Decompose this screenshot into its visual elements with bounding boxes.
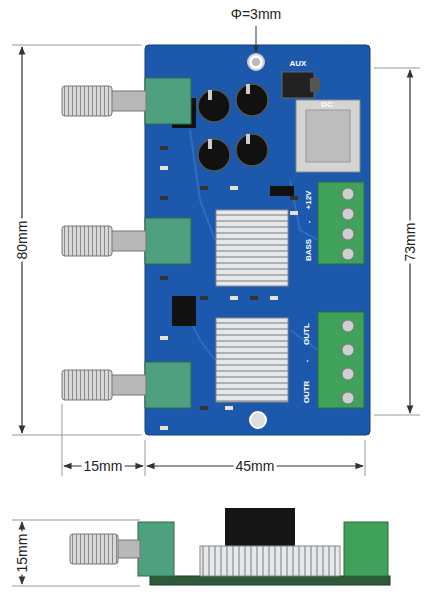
silkscreen-label: +12V [305, 191, 313, 210]
smd-part [160, 336, 168, 340]
silkscreen-label: BASS [305, 239, 313, 261]
thickness-dimension: 15mm [14, 532, 30, 575]
silkscreen-label: AUX [290, 60, 307, 68]
silkscreen-label: DC [321, 101, 333, 109]
smd-part [290, 211, 298, 215]
smd-part [160, 196, 168, 200]
silkscreen-label: - [303, 360, 311, 363]
smd-part [200, 296, 208, 300]
height-dimension: 80mm [14, 219, 30, 262]
knob-dimension: 15mm [82, 458, 125, 474]
smd-part [200, 406, 208, 410]
smd-part [160, 146, 168, 150]
smd-part [160, 166, 168, 170]
smd-part [225, 406, 233, 410]
smd-part [270, 296, 278, 300]
hole-spacing-dimension: 73mm [402, 221, 418, 264]
hole-dimension: Φ=3mm [229, 6, 283, 22]
smd-part [230, 186, 238, 190]
smd-part [160, 276, 168, 280]
smd-part [200, 186, 208, 190]
smd-part [230, 296, 238, 300]
silkscreen-label: OUTL [303, 323, 311, 345]
silkscreen-label: - [305, 221, 313, 224]
smd-part [250, 296, 258, 300]
smd-part [160, 426, 168, 430]
width-dimension: 45mm [234, 458, 277, 474]
silkscreen-label: OUTR [303, 381, 311, 404]
smd-part [290, 196, 298, 200]
